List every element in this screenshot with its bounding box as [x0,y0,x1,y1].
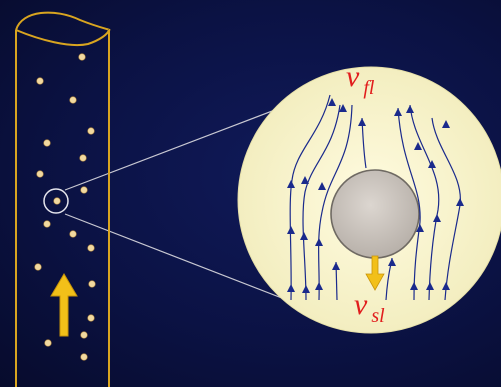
up-arrow-icon [51,274,77,336]
particle [81,187,88,194]
particle [37,171,44,178]
fluid-velocity-symbol: v [346,60,359,93]
particle [54,198,61,205]
solid-velocity-subscript: sl [371,305,384,327]
particle [37,78,44,85]
particle [88,128,95,135]
particle [70,97,77,104]
particle [81,354,88,361]
particle [70,231,77,238]
particle [80,155,87,162]
solid-velocity-symbol: v [354,288,367,321]
particle [88,245,95,252]
particle [45,340,52,347]
particle [79,54,86,61]
solid-particle [331,170,419,258]
particle [35,264,42,271]
particle [44,221,51,228]
particle [81,332,88,339]
particle [44,140,51,147]
fluid-velocity-subscript: fl [363,77,374,99]
particle [88,315,95,322]
particle [89,281,96,288]
